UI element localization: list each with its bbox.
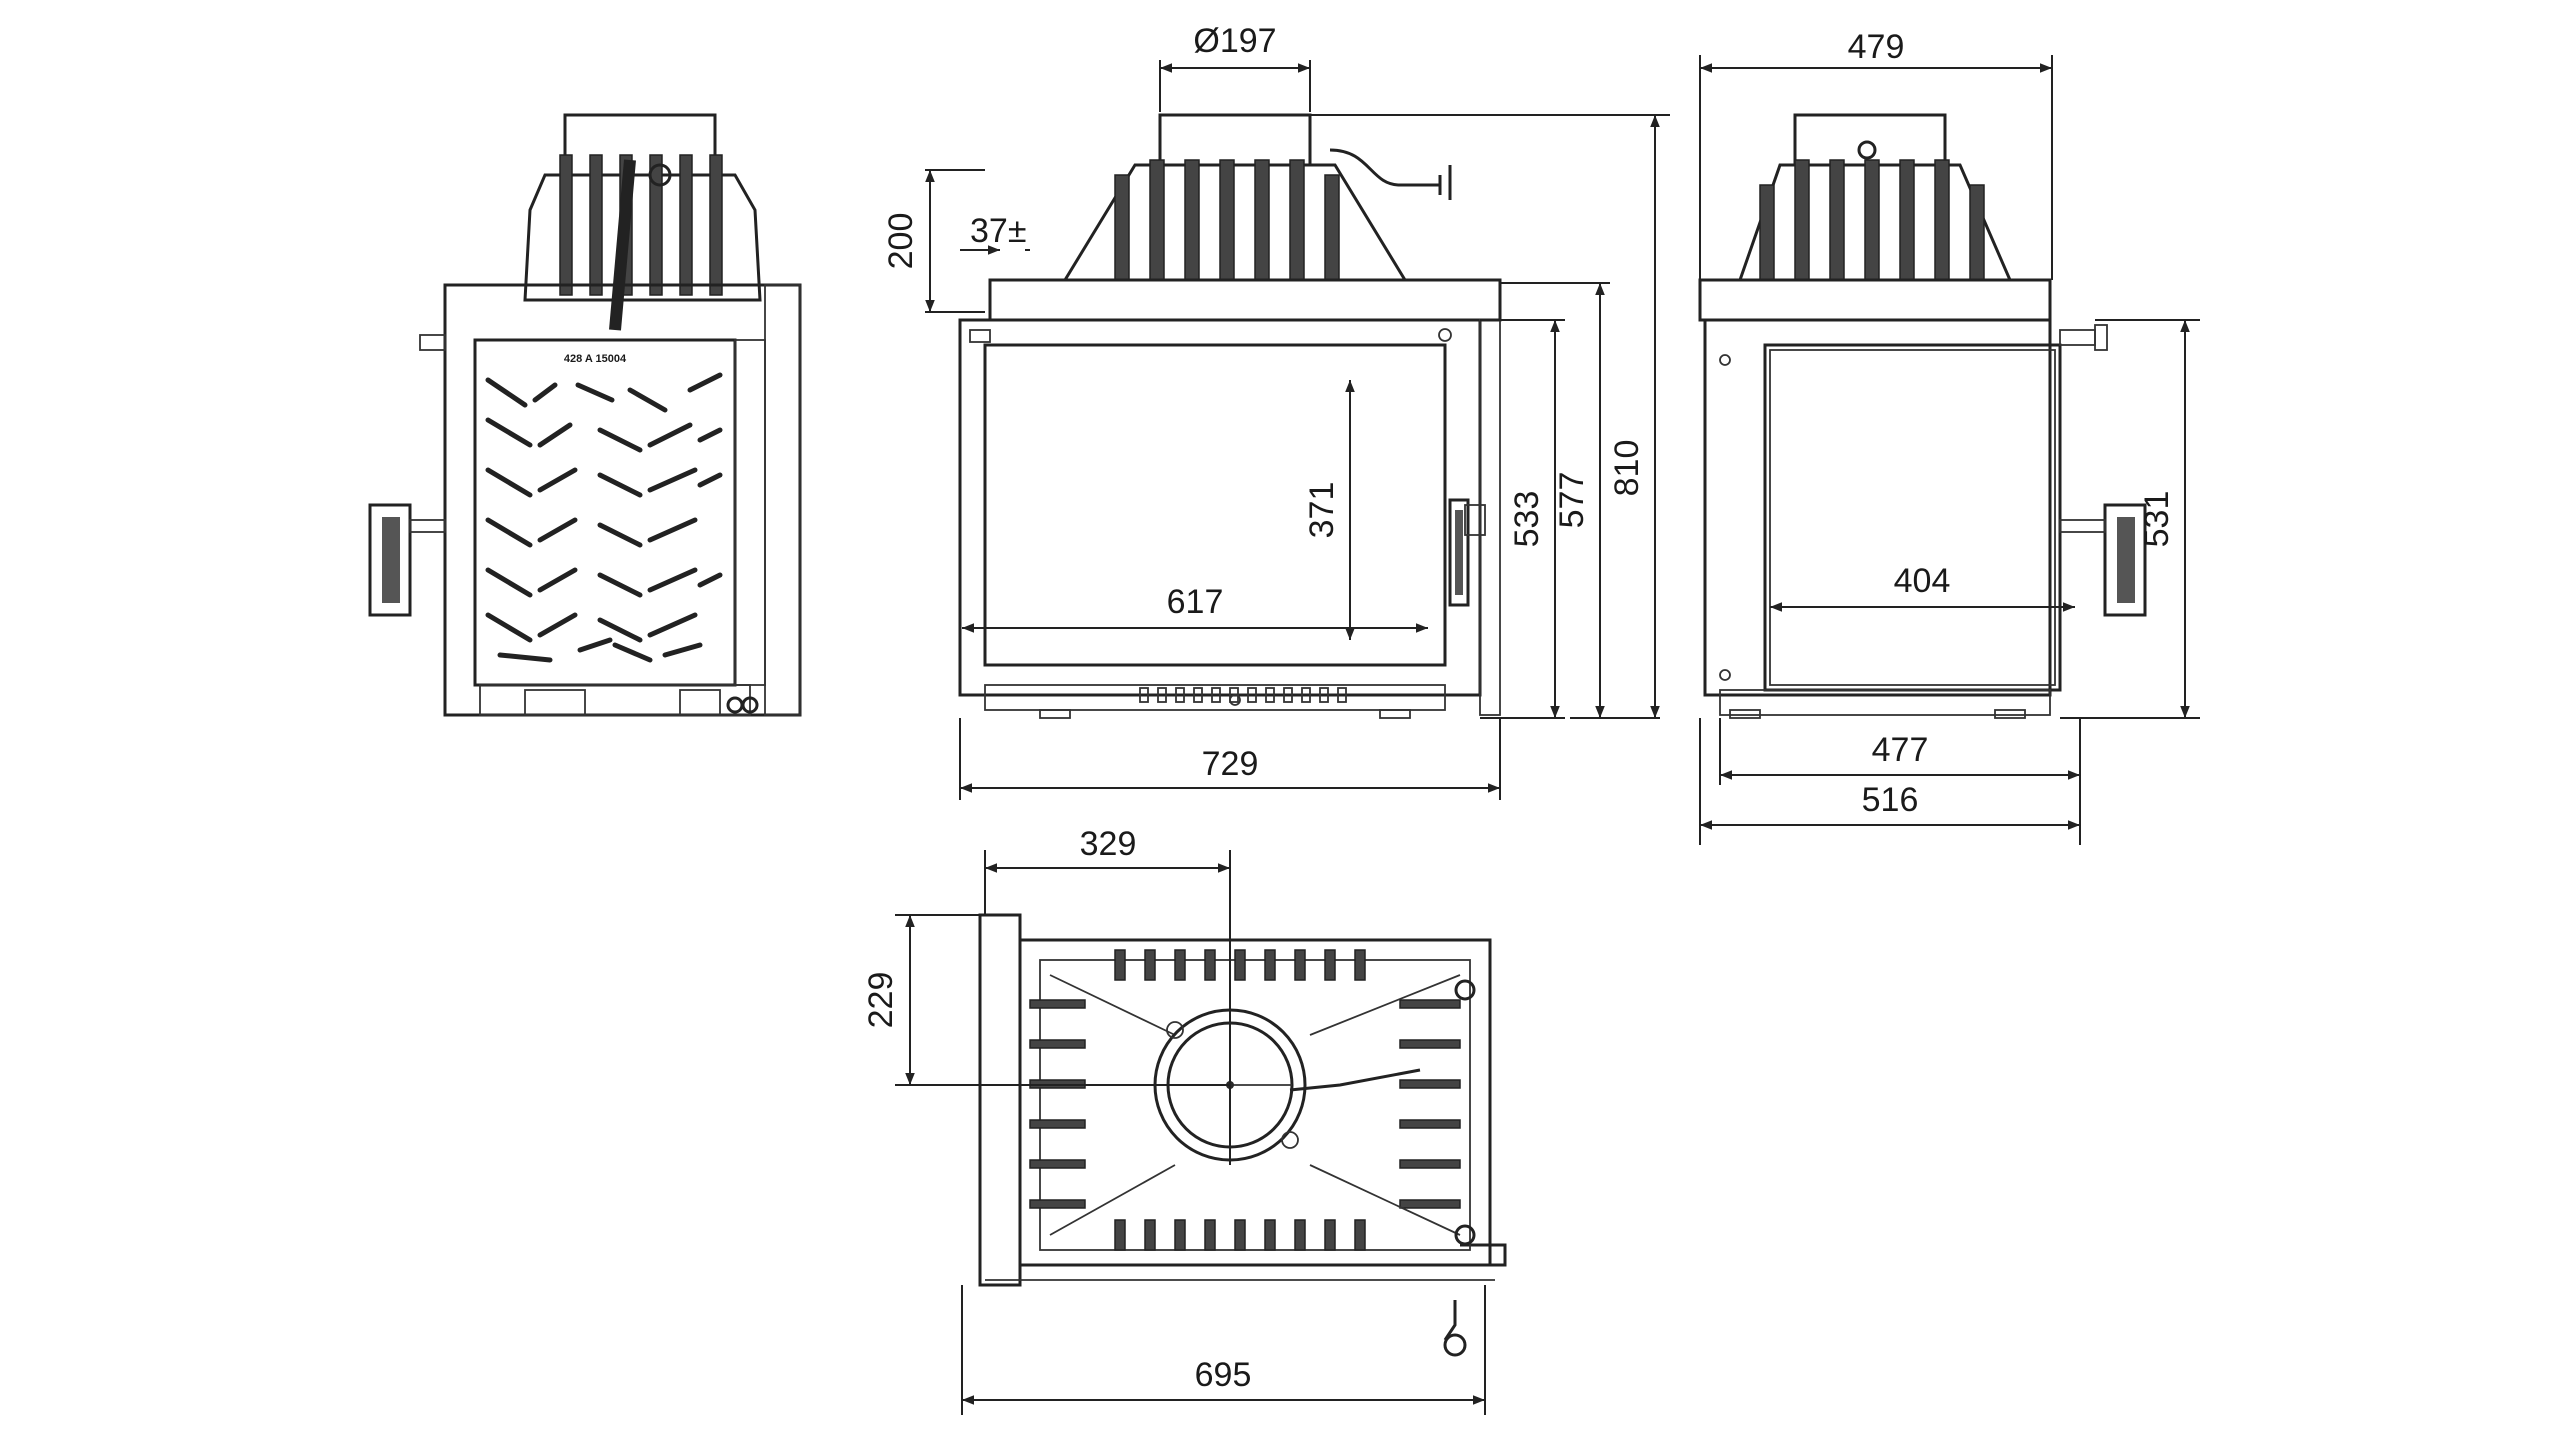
dim-overall-width: 479 [1848,28,1905,66]
plate-text: 428 A 15004 [564,353,627,365]
dim-side-glass-width: 404 [1894,562,1951,600]
dim-side-inner-width: 477 [1872,731,1929,769]
dim-glass-width: 617 [1167,583,1224,621]
dim-total-height: 810 [1608,440,1646,497]
top-view [978,913,1507,1357]
air-slots [1139,687,1347,706]
dim-front-width: 729 [1202,745,1259,783]
left-side-view: 428 A 15004 [368,113,802,717]
dim-flue-depth: 229 [862,972,900,1029]
dim-offset: 37± [970,212,1026,250]
dim-side-outer-width: 516 [1862,781,1919,819]
dimension-labels: Ø197 479 200 37± 533 577 810 371 617 729… [862,22,2176,1394]
dim-body-height: 577 [1553,472,1591,529]
dimension-lines [895,55,2200,1415]
dim-top-width: 695 [1195,1356,1252,1394]
right-side-view [1698,113,2147,719]
front-view [958,113,1502,719]
dim-flue-offset: 329 [1080,825,1137,863]
chevron-slots [485,372,723,663]
dim-side-height: 531 [2138,491,2176,548]
dim-glass-height: 371 [1303,482,1341,539]
dim-flue-diameter: Ø197 [1193,22,1276,60]
dim-door-height: 533 [1508,491,1546,548]
dim-top-height: 200 [882,213,920,270]
